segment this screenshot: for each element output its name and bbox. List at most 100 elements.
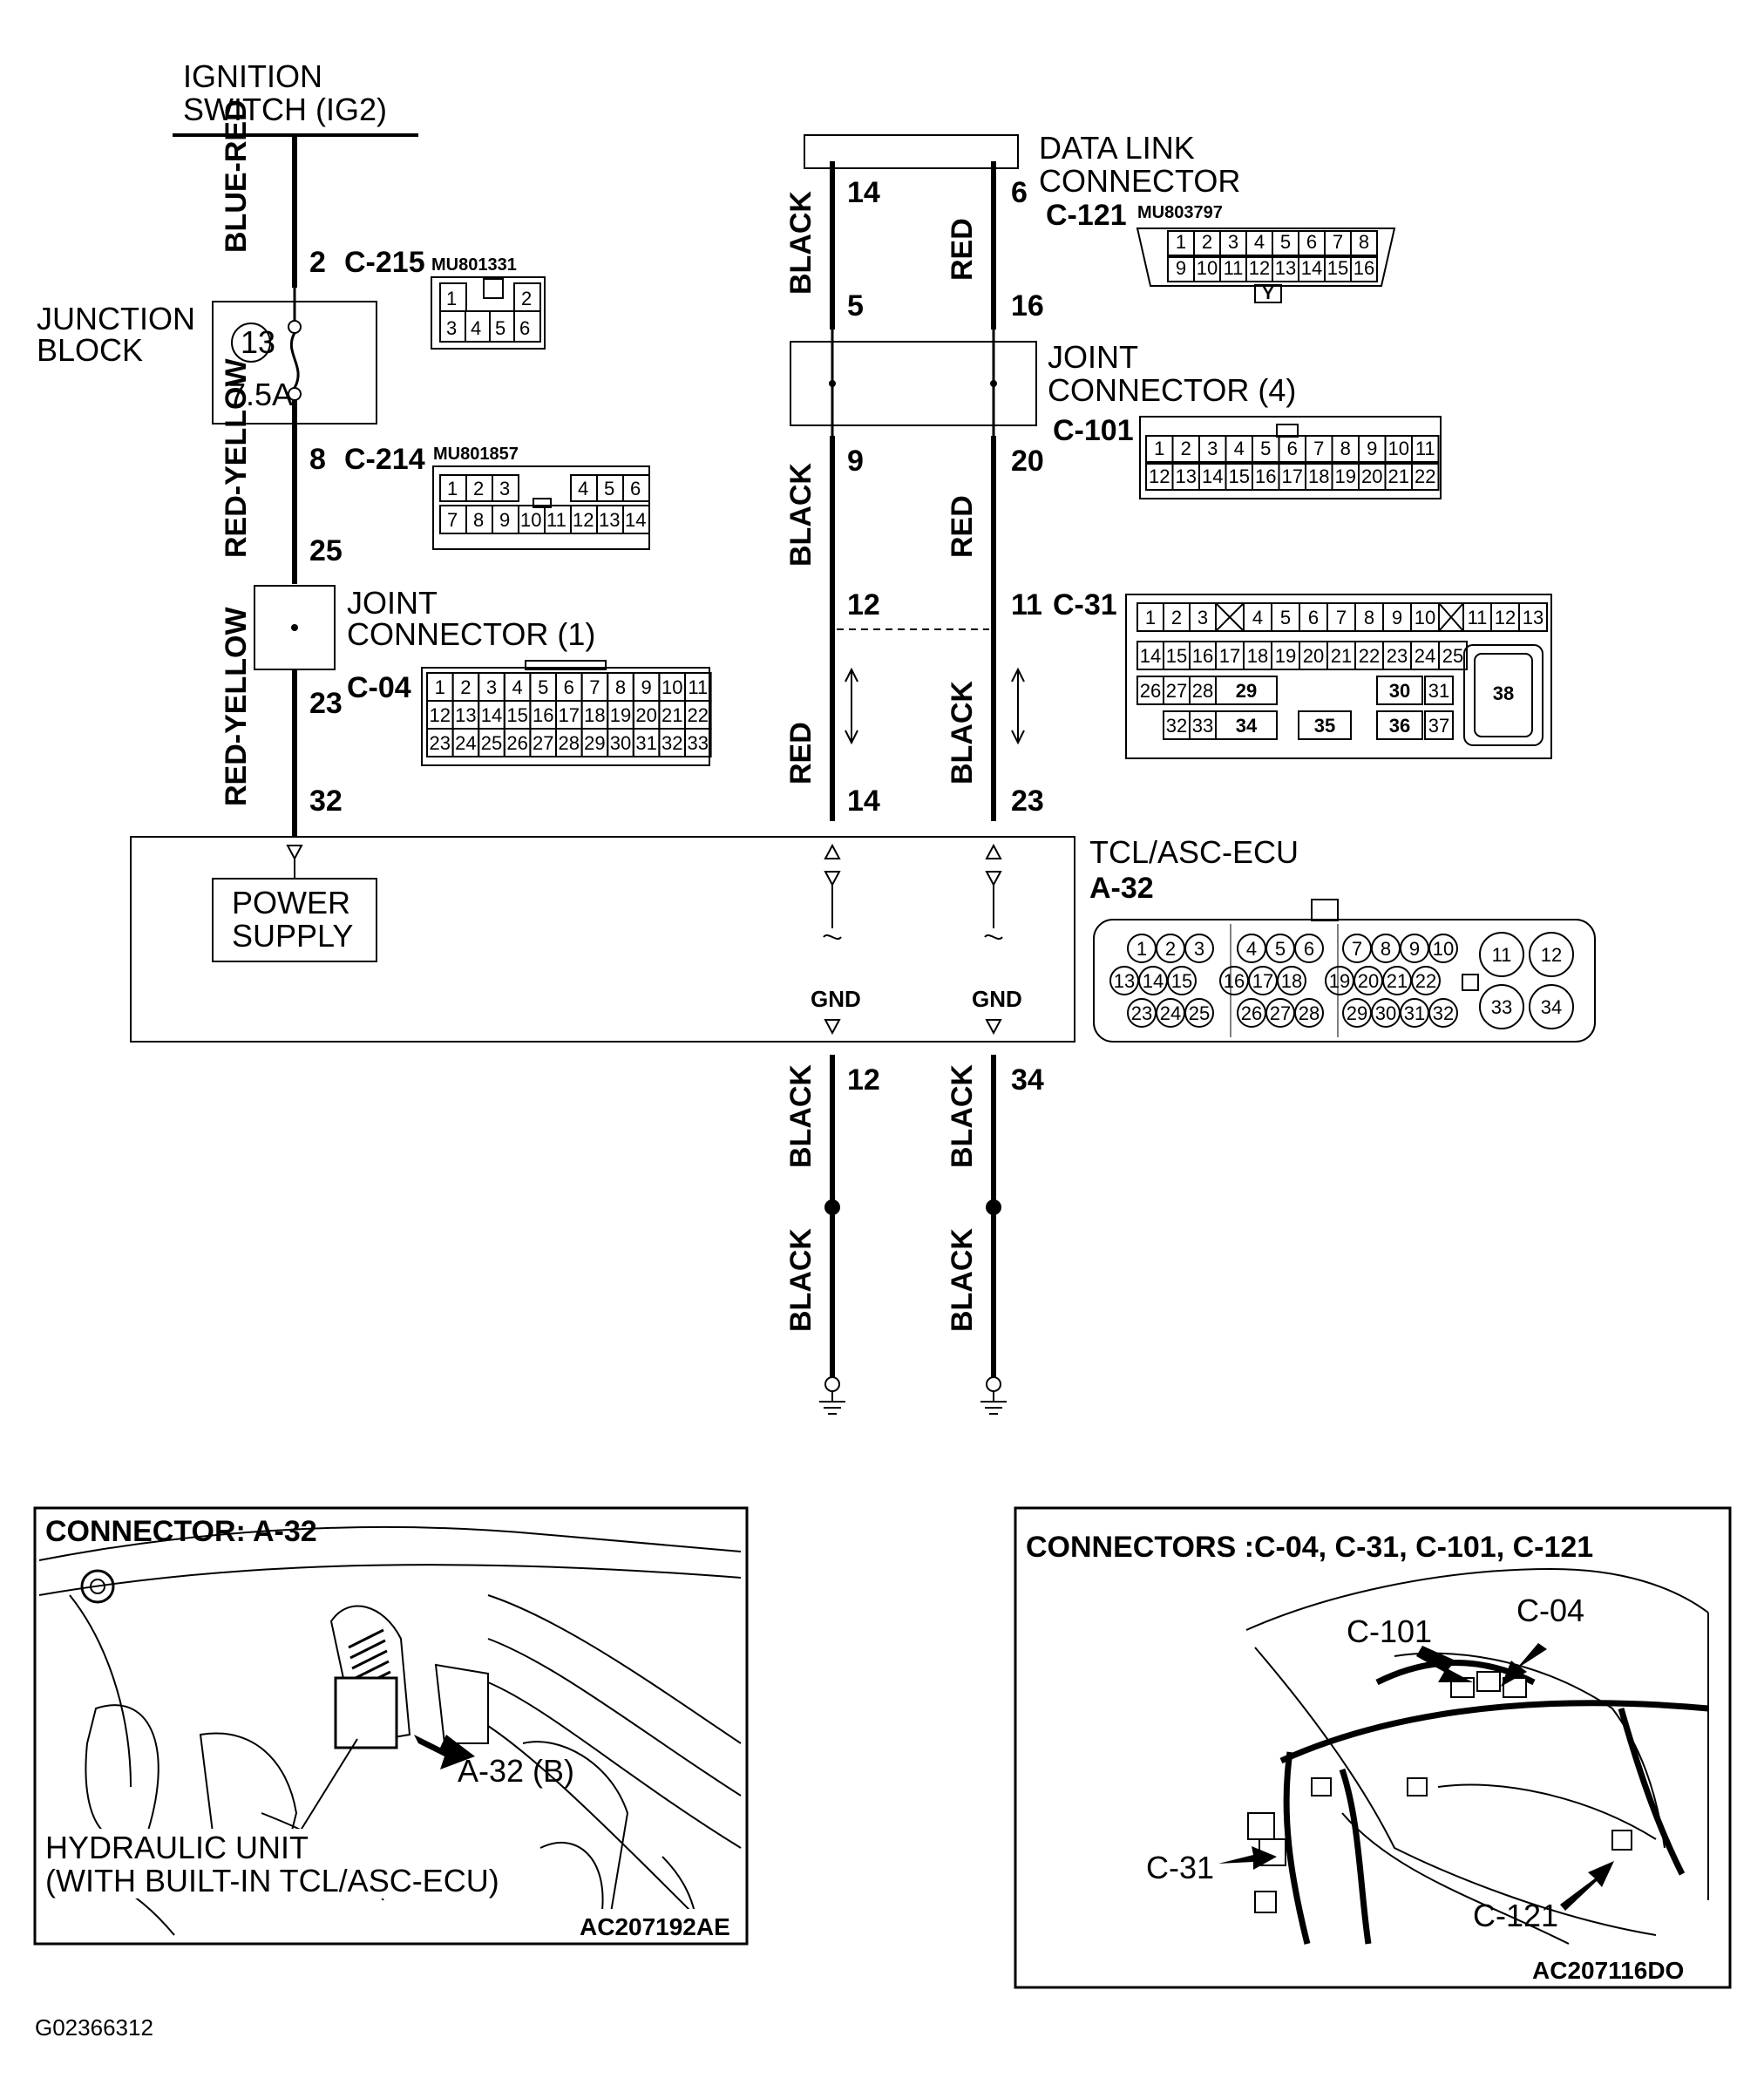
gnd-triangle (985, 1019, 1002, 1036)
inset-right-callout: C-101 (1347, 1613, 1432, 1649)
c101-cell: 20 (1361, 465, 1382, 487)
c215-part: MU801331 (431, 255, 517, 275)
power-supply-box (212, 878, 377, 962)
wire-color-label: BLACK (784, 463, 818, 567)
a32-pin: 26 (1241, 1002, 1262, 1024)
a32-pin: 2 (1165, 938, 1176, 960)
wire-color-label: BLACK (784, 191, 818, 295)
fuse-rating: 7.5A (228, 377, 293, 412)
bidirectional-arrow (1011, 667, 1025, 745)
c04-cell: 16 (533, 704, 553, 726)
splice-point (824, 1199, 840, 1215)
c101-cell: 7 (1313, 438, 1324, 459)
joint-connector-1-label-2: CONNECTOR (1) (347, 616, 595, 652)
c04-cell: 8 (615, 676, 626, 698)
c04-cell: 20 (635, 704, 656, 726)
c31-cell: 11 (1468, 607, 1488, 628)
c214-cell: 9 (499, 509, 510, 531)
ground-pin-12: 12 (847, 1063, 880, 1097)
a32-pin: 17 (1252, 970, 1273, 992)
c04-cell: 24 (455, 732, 476, 754)
dlc-cell: 3 (1228, 231, 1238, 253)
c215-pin: 2 (309, 246, 326, 279)
wire-color-label: RED (946, 495, 979, 558)
c04-pin-23: 23 (309, 687, 343, 720)
c215-cell: 6 (519, 317, 530, 339)
c04-cell: 6 (564, 676, 574, 698)
inset-left-caption-1: HYDRAULIC UNIT (45, 1830, 309, 1865)
c04-cell: 11 (688, 676, 708, 698)
c101-cell: 12 (1149, 465, 1170, 487)
c31-cell: 10 (1415, 607, 1435, 628)
c101-cell: 21 (1388, 465, 1409, 487)
jc4-pin-out: 9 (847, 445, 864, 478)
dlc-cell: 7 (1333, 231, 1343, 253)
dlc-cell: 15 (1327, 257, 1348, 279)
dlc-cell: 10 (1197, 257, 1218, 279)
gnd-label: GND (811, 986, 861, 1012)
dlc-label-2: CONNECTOR (1039, 163, 1240, 199)
a32-pin: 23 (1131, 1002, 1152, 1024)
engine-bay-illustration (38, 1525, 742, 1936)
c31-cell: 28 (1192, 680, 1213, 702)
dlc-cell: 5 (1280, 231, 1291, 253)
a32-pin: 10 (1433, 938, 1454, 960)
a32-pin: 29 (1347, 1002, 1367, 1024)
wire-color-label: RED (784, 722, 818, 784)
c04-cell: 2 (460, 676, 471, 698)
c31-cell: 23 (1387, 645, 1408, 667)
c31-cell: 26 (1140, 680, 1161, 702)
junction-block-label-1: JUNCTION (37, 301, 195, 336)
junction-block-label-2: BLOCK (37, 332, 143, 368)
c101-cell: 16 (1255, 465, 1276, 487)
a32-pin: 30 (1375, 1002, 1396, 1024)
c214-cell: 6 (630, 478, 641, 499)
dlc-cell: 6 (1306, 231, 1317, 253)
c31-cell: 34 (1236, 715, 1258, 737)
c04-cell: 27 (533, 732, 553, 754)
c214-pin: 8 (309, 443, 326, 476)
c214-cell: 4 (578, 478, 588, 499)
c101-cell: 13 (1176, 465, 1197, 487)
c31-cell: 9 (1392, 607, 1402, 628)
ignition-switch-label-1: IGNITION (183, 58, 322, 94)
a32-pin: 28 (1299, 1002, 1320, 1024)
a32-pin: 5 (1275, 938, 1286, 960)
c101-cell: 11 (1415, 438, 1435, 459)
ground-symbol (819, 1376, 845, 1415)
c215-connector-face: 1 2 3 4 5 6 (431, 276, 546, 350)
c04-cell: 9 (641, 676, 651, 698)
a32-connector-illustration (334, 1676, 398, 1749)
c04-cell: 32 (662, 732, 682, 754)
dlc-key: Y (1262, 284, 1274, 303)
a32-pin-14: 14 (847, 784, 880, 818)
connector-a32-location-inset: CONNECTOR: A-32 A-32 (B) HYDRAULIC UNIT … (33, 1506, 749, 1946)
c31-cell: 30 (1389, 680, 1410, 702)
c101-cell: 17 (1282, 465, 1303, 487)
wire-color-label: BLACK (946, 681, 979, 784)
c31-cell: 32 (1166, 715, 1187, 737)
c31-pin-12: 12 (847, 588, 880, 621)
wire-color-label: RED (946, 218, 979, 281)
figure-code: G02366312 (35, 2014, 153, 2041)
c101-cell: 10 (1388, 438, 1409, 459)
a32-pin: 7 (1352, 938, 1362, 960)
a32-pin: 16 (1224, 970, 1245, 992)
inset-right-callout: C-31 (1146, 1850, 1214, 1885)
c31-cell: 33 (1192, 715, 1213, 737)
wire-color-label: RED-YELLOW (220, 607, 253, 806)
c101-cell: 18 (1308, 465, 1329, 487)
a32-pin-23: 23 (1011, 784, 1044, 818)
wire-color-label: BLACK (946, 1064, 979, 1168)
c31-cell: 27 (1166, 680, 1187, 702)
dlc-cell: 1 (1176, 231, 1186, 253)
joint-dot (291, 624, 298, 631)
callout-arrow (414, 1735, 475, 1769)
a32-pin: 12 (1541, 944, 1562, 966)
wire-color-label: BLACK (946, 1228, 979, 1332)
jc4-label-2: CONNECTOR (4) (1048, 372, 1296, 408)
a32-pin: 22 (1415, 970, 1436, 992)
c214-cell: 5 (604, 478, 614, 499)
c31-cell: 13 (1523, 607, 1544, 628)
